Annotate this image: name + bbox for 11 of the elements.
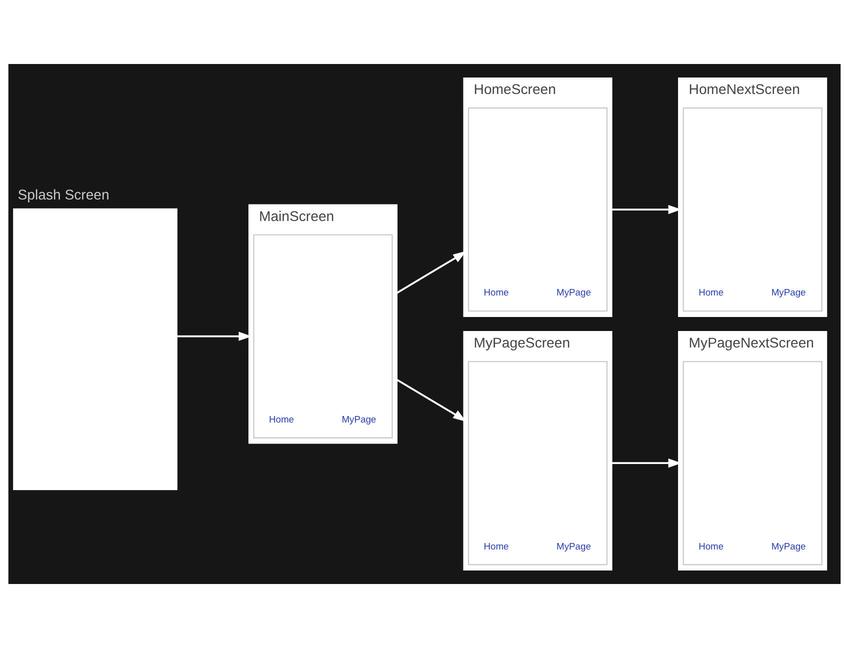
arrow	[612, 204, 682, 214]
node-box	[13, 208, 178, 490]
node-box: Home MyPage	[468, 360, 608, 565]
node-box: Home MyPage	[253, 234, 393, 438]
arrow	[612, 458, 682, 468]
arrow	[396, 250, 466, 294]
arrow	[396, 378, 466, 422]
node-box: Home MyPage	[682, 106, 822, 312]
node-box: Home MyPage	[468, 106, 608, 312]
node-box: Home MyPage	[682, 360, 822, 565]
node-label: Splash Screen	[18, 186, 110, 202]
